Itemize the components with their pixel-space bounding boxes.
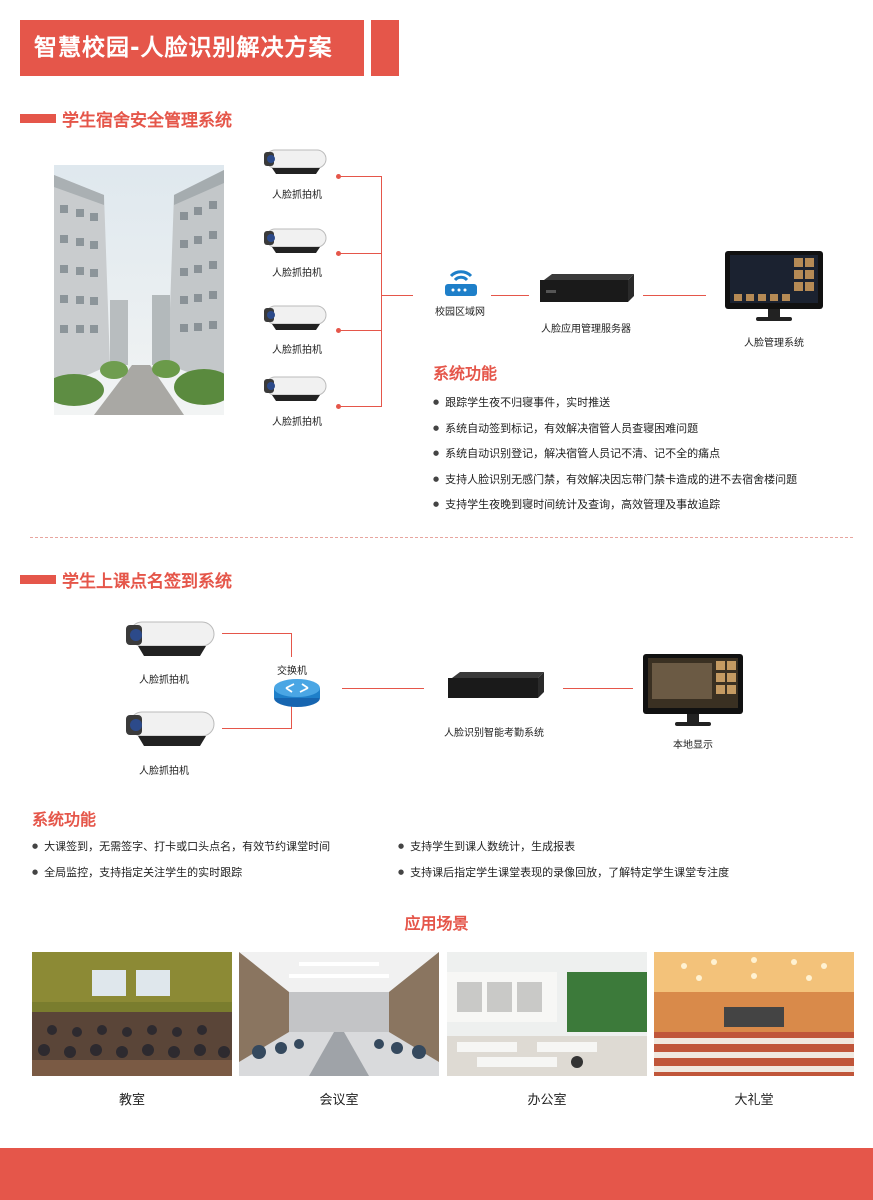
functions-title: 系统功能 [433,364,498,383]
classroom-photo [32,952,232,1076]
list-item: 系统自动签到标记，有效解决宿管人员查寝困难问题 [433,417,797,443]
local-display-label: 本地显示 [673,740,713,751]
face-camera-icon [124,618,216,664]
face-camera-icon [262,146,328,180]
functions-title: 系统功能 [32,810,97,829]
camera-label: 人脸抓拍机 [272,190,322,201]
dorm-section-title: 学生宿舍安全管理系统 [62,111,232,131]
scene-label: 教室 [118,1093,145,1108]
class-function-list-left: 大课签到，无需签字、打卡或口头点名，有效节约课堂时间 全局监控，支持指定关注学生… [32,835,330,886]
connector-dot [336,404,341,409]
camera-label: 人脸抓拍机 [139,766,189,777]
connector-dot [336,251,341,256]
auditorium-photo [654,952,854,1076]
page-title: 智慧校园-人脸识别解决方案 [20,20,364,76]
list-item: 全局监控，支持指定关注学生的实时跟踪 [32,861,330,887]
class-section-title: 学生上课点名签到系统 [62,572,232,592]
section-marker [20,575,56,584]
connector-line [291,706,292,728]
office-photo [447,952,647,1076]
dorm-function-list: 跟踪学生夜不归寝事件，实时推送 系统自动签到标记，有效解决宿管人员查寝困难问题 … [433,391,797,519]
face-camera-icon [262,373,328,407]
list-item: 支持学生夜晚到寝时间统计及查询，高效管理及事故追踪 [433,493,797,519]
network-switch-icon [272,676,322,712]
face-camera-icon [262,302,328,336]
monitor-label: 人脸管理系统 [744,338,804,349]
list-item: 支持人脸识别无感门禁，有效解决因忘带门禁卡造成的进不去宿舍楼问题 [433,468,797,494]
dormitory-photo [54,165,224,415]
connector-line [491,295,529,296]
connector-line [291,633,292,657]
list-item: 支持课后指定学生课堂表现的录像回放，了解特定学生课堂专注度 [398,861,729,887]
connector-line [340,406,382,407]
section-divider [30,537,853,538]
scene-label: 会议室 [319,1093,359,1108]
face-camera-icon [124,708,216,754]
connector-line [340,176,382,177]
server-icon [538,272,634,312]
camera-label: 人脸抓拍机 [272,345,322,356]
scene-label: 办公室 [527,1093,567,1108]
connector-line [563,688,633,689]
meeting-room-photo [239,952,439,1076]
scene-label: 大礼堂 [734,1093,774,1108]
display-monitor-icon [642,653,744,731]
connector-dot [336,328,341,333]
attendance-server-icon [446,670,546,708]
connector-line [222,633,292,634]
title-accent-block [371,20,399,76]
section-marker [20,114,56,123]
connector-line [222,728,292,729]
scenes-title: 应用场景 [404,914,469,933]
connector-line [643,295,706,296]
list-item: 支持学生到课人数统计，生成报表 [398,835,729,861]
connector-line [340,253,382,254]
monitor-icon [724,250,824,326]
face-camera-icon [262,225,328,259]
connector-line [340,330,382,331]
router-icon [443,262,479,302]
camera-label: 人脸抓拍机 [139,675,189,686]
connector-line [381,295,413,296]
list-item: 系统自动识别登记，解决宿管人员记不清、记不全的痛点 [433,442,797,468]
connector-line [342,688,424,689]
network-label: 校园区域网 [435,307,485,318]
list-item: 大课签到，无需签字、打卡或口头点名，有效节约课堂时间 [32,835,330,861]
list-item: 跟踪学生夜不归寝事件，实时推送 [433,391,797,417]
footer-bar [0,1148,873,1200]
switch-label: 交换机 [277,666,307,677]
server-label: 人脸应用管理服务器 [541,324,631,335]
connector-dot [336,174,341,179]
connector-line [381,176,382,407]
camera-label: 人脸抓拍机 [272,268,322,279]
attendance-system-label: 人脸识别智能考勤系统 [444,728,544,739]
class-function-list-right: 支持学生到课人数统计，生成报表 支持课后指定学生课堂表现的录像回放，了解特定学生… [398,835,729,886]
camera-label: 人脸抓拍机 [272,417,322,428]
